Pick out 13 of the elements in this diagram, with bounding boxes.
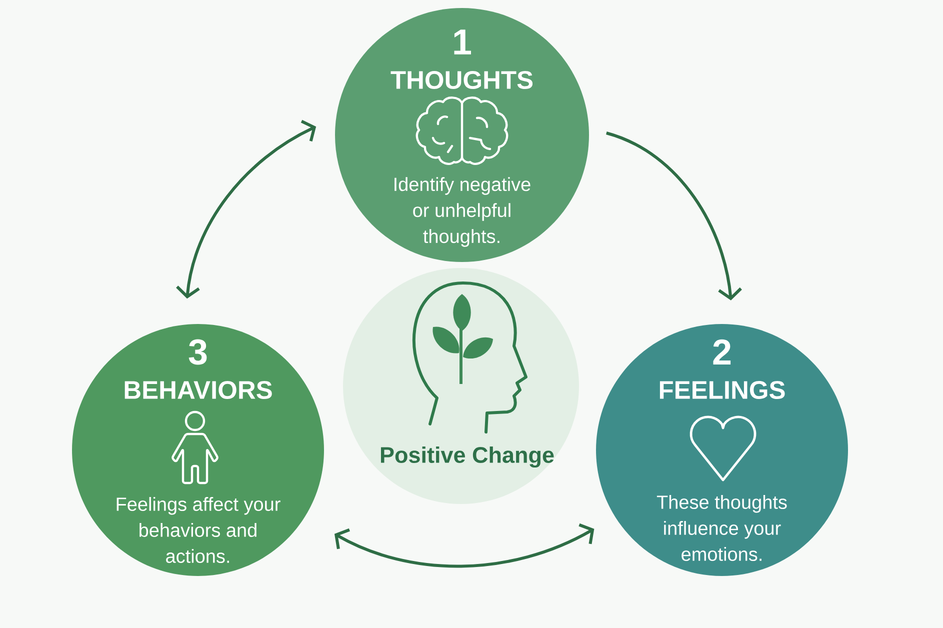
center-label: Positive Change bbox=[381, 446, 554, 468]
double-headed-arrow bbox=[334, 523, 594, 568]
step-number: 3 bbox=[188, 339, 207, 365]
step-title: BEHAVIORS bbox=[124, 380, 272, 400]
step-description: These thoughts influence your emotions. bbox=[656, 495, 787, 561]
step-number: 1 bbox=[454, 30, 471, 54]
step-description: Identify negative or unhelpful thoughts. bbox=[394, 177, 530, 247]
step-description: Feelings affect your behaviors and actions. bbox=[116, 497, 280, 563]
step-title: THOUGHTS bbox=[390, 70, 533, 90]
step-title: FEELINGS bbox=[660, 380, 785, 400]
step-number: 2 bbox=[713, 339, 731, 365]
double-headed-arrow bbox=[176, 120, 316, 299]
curved-arrow bbox=[606, 132, 742, 300]
